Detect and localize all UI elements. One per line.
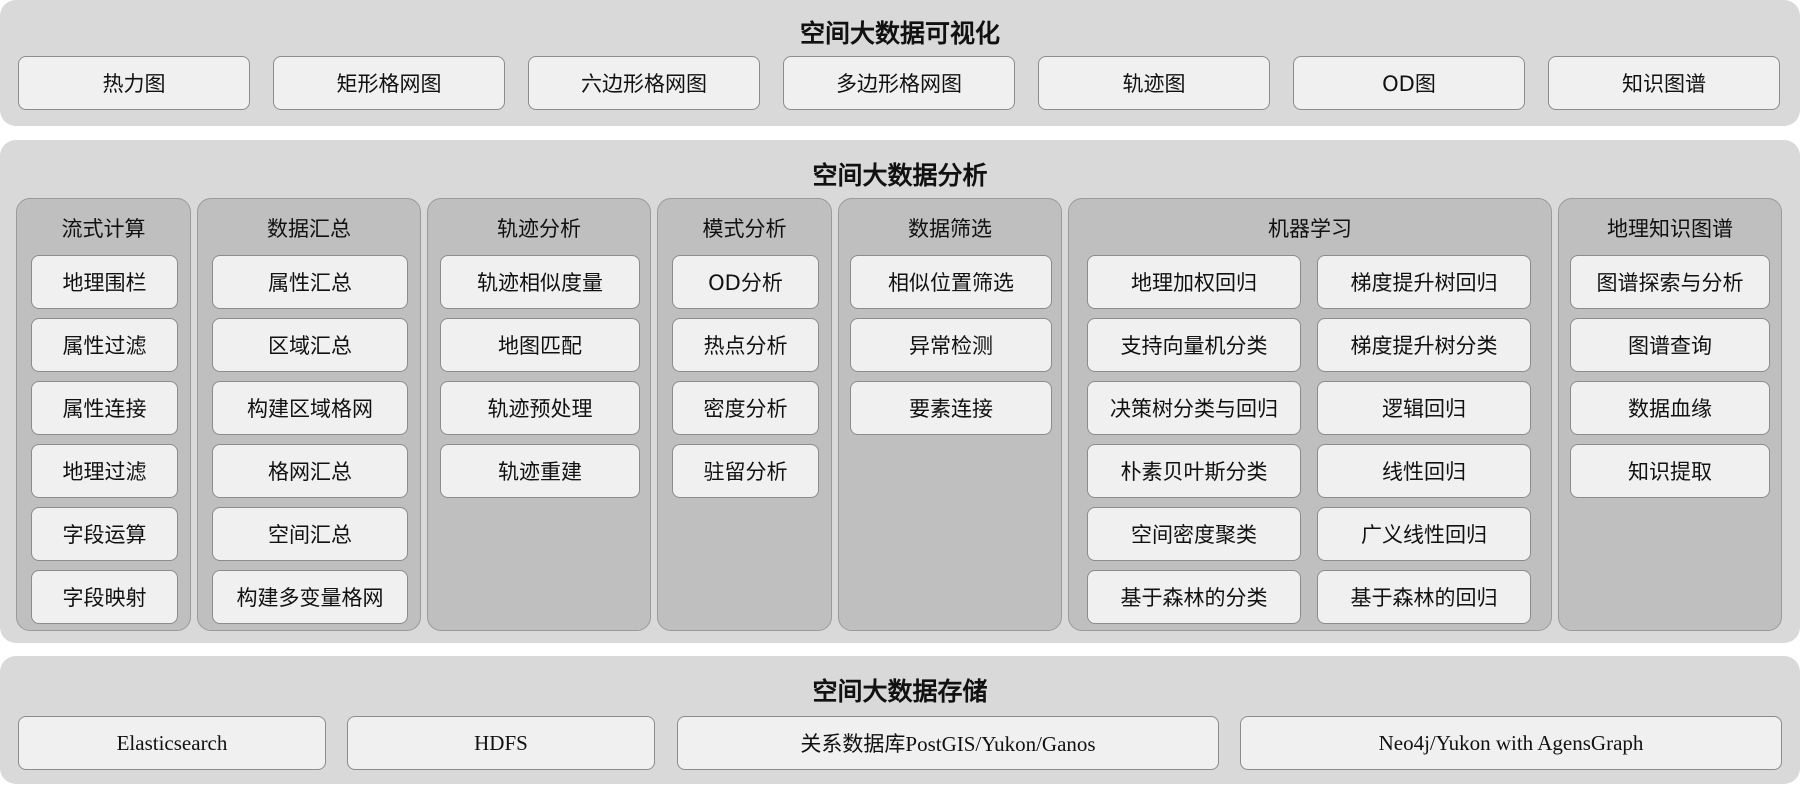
analysis-title: 空间大数据分析 <box>812 161 988 190</box>
item: 地理加权回归 <box>1087 255 1301 309</box>
item: 线性回归 <box>1317 444 1531 498</box>
storage-title: 空间大数据存储 <box>812 677 988 706</box>
column-geo-knowledge-graph: 地理知识图谱 图谱探索与分析 图谱查询 数据血缘 知识提取 <box>1558 198 1782 631</box>
column-machine-learning: 机器学习 地理加权回归 梯度提升树回归 支持向量机分类 梯度提升树分类 决策树分… <box>1068 198 1552 631</box>
viz-od: OD图 <box>1293 56 1525 110</box>
column-pattern-analysis: 模式分析 OD分析 热点分析 密度分析 驻留分析 <box>657 198 832 631</box>
item: 轨迹相似度量 <box>440 255 640 309</box>
item: 基于森林的回归 <box>1317 570 1531 624</box>
item: 轨迹重建 <box>440 444 640 498</box>
analysis-panel: 空间大数据分析 流式计算 地理围栏 属性过滤 属性连接 地理过滤 字段运算 字段… <box>0 140 1800 643</box>
item: 梯度提升树回归 <box>1317 255 1531 309</box>
storage-hdfs: HDFS <box>347 716 655 770</box>
item: 地理过滤 <box>31 444 178 498</box>
item: 图谱探索与分析 <box>1570 255 1770 309</box>
column-data-filtering: 数据筛选 相似位置筛选 异常检测 要素连接 <box>838 198 1062 631</box>
column-title: 数据筛选 <box>908 217 992 241</box>
column-title: 地理知识图谱 <box>1607 217 1733 241</box>
item: 字段运算 <box>31 507 178 561</box>
item: 相似位置筛选 <box>850 255 1052 309</box>
item: 朴素贝叶斯分类 <box>1087 444 1301 498</box>
item: 热点分析 <box>672 318 819 372</box>
item: 异常检测 <box>850 318 1052 372</box>
item: 空间汇总 <box>212 507 408 561</box>
item: 知识提取 <box>1570 444 1770 498</box>
column-title: 机器学习 <box>1268 217 1352 241</box>
column-title: 数据汇总 <box>267 217 351 241</box>
viz-hex-grid: 六边形格网图 <box>528 56 760 110</box>
column-title: 轨迹分析 <box>497 217 581 241</box>
item: 字段映射 <box>31 570 178 624</box>
column-stream-computing: 流式计算 地理围栏 属性过滤 属性连接 地理过滤 字段运算 字段映射 <box>16 198 191 631</box>
item: 属性汇总 <box>212 255 408 309</box>
item: 决策树分类与回归 <box>1087 381 1301 435</box>
item: 广义线性回归 <box>1317 507 1531 561</box>
storage-graph-db: Neo4j/Yukon with AgensGraph <box>1240 716 1782 770</box>
item: 格网汇总 <box>212 444 408 498</box>
item: 属性过滤 <box>31 318 178 372</box>
visualization-title: 空间大数据可视化 <box>799 19 1000 48</box>
column-title: 模式分析 <box>702 217 787 241</box>
item: 区域汇总 <box>212 318 408 372</box>
visualization-panel: 空间大数据可视化 热力图 矩形格网图 六边形格网图 多边形格网图 轨迹图 OD图… <box>0 0 1800 126</box>
storage-panel: 空间大数据存储 Elasticsearch HDFS 关系数据库PostGIS/… <box>0 656 1800 784</box>
item: OD分析 <box>672 255 819 309</box>
item: 构建多变量格网 <box>212 570 408 624</box>
item: 数据血缘 <box>1570 381 1770 435</box>
viz-rect-grid: 矩形格网图 <box>273 56 505 110</box>
viz-trajectory: 轨迹图 <box>1038 56 1270 110</box>
item: 支持向量机分类 <box>1087 318 1301 372</box>
item: 逻辑回归 <box>1317 381 1531 435</box>
column-trajectory-analysis: 轨迹分析 轨迹相似度量 地图匹配 轨迹预处理 轨迹重建 <box>427 198 651 631</box>
item: 要素连接 <box>850 381 1052 435</box>
column-data-aggregation: 数据汇总 属性汇总 区域汇总 构建区域格网 格网汇总 空间汇总 构建多变量格网 <box>197 198 421 631</box>
item: 属性连接 <box>31 381 178 435</box>
storage-relational-db: 关系数据库PostGIS/Yukon/Ganos <box>677 716 1219 770</box>
item: 地图匹配 <box>440 318 640 372</box>
item: 驻留分析 <box>672 444 819 498</box>
viz-knowledge-graph: 知识图谱 <box>1548 56 1780 110</box>
item: 基于森林的分类 <box>1087 570 1301 624</box>
item: 空间密度聚类 <box>1087 507 1301 561</box>
viz-polygon-grid: 多边形格网图 <box>783 56 1015 110</box>
item: 梯度提升树分类 <box>1317 318 1531 372</box>
item: 图谱查询 <box>1570 318 1770 372</box>
item: 轨迹预处理 <box>440 381 640 435</box>
viz-heatmap: 热力图 <box>18 56 250 110</box>
column-title: 流式计算 <box>61 217 146 241</box>
item: 构建区域格网 <box>212 381 408 435</box>
item: 密度分析 <box>672 381 819 435</box>
storage-elasticsearch: Elasticsearch <box>18 716 326 770</box>
item: 地理围栏 <box>31 255 178 309</box>
